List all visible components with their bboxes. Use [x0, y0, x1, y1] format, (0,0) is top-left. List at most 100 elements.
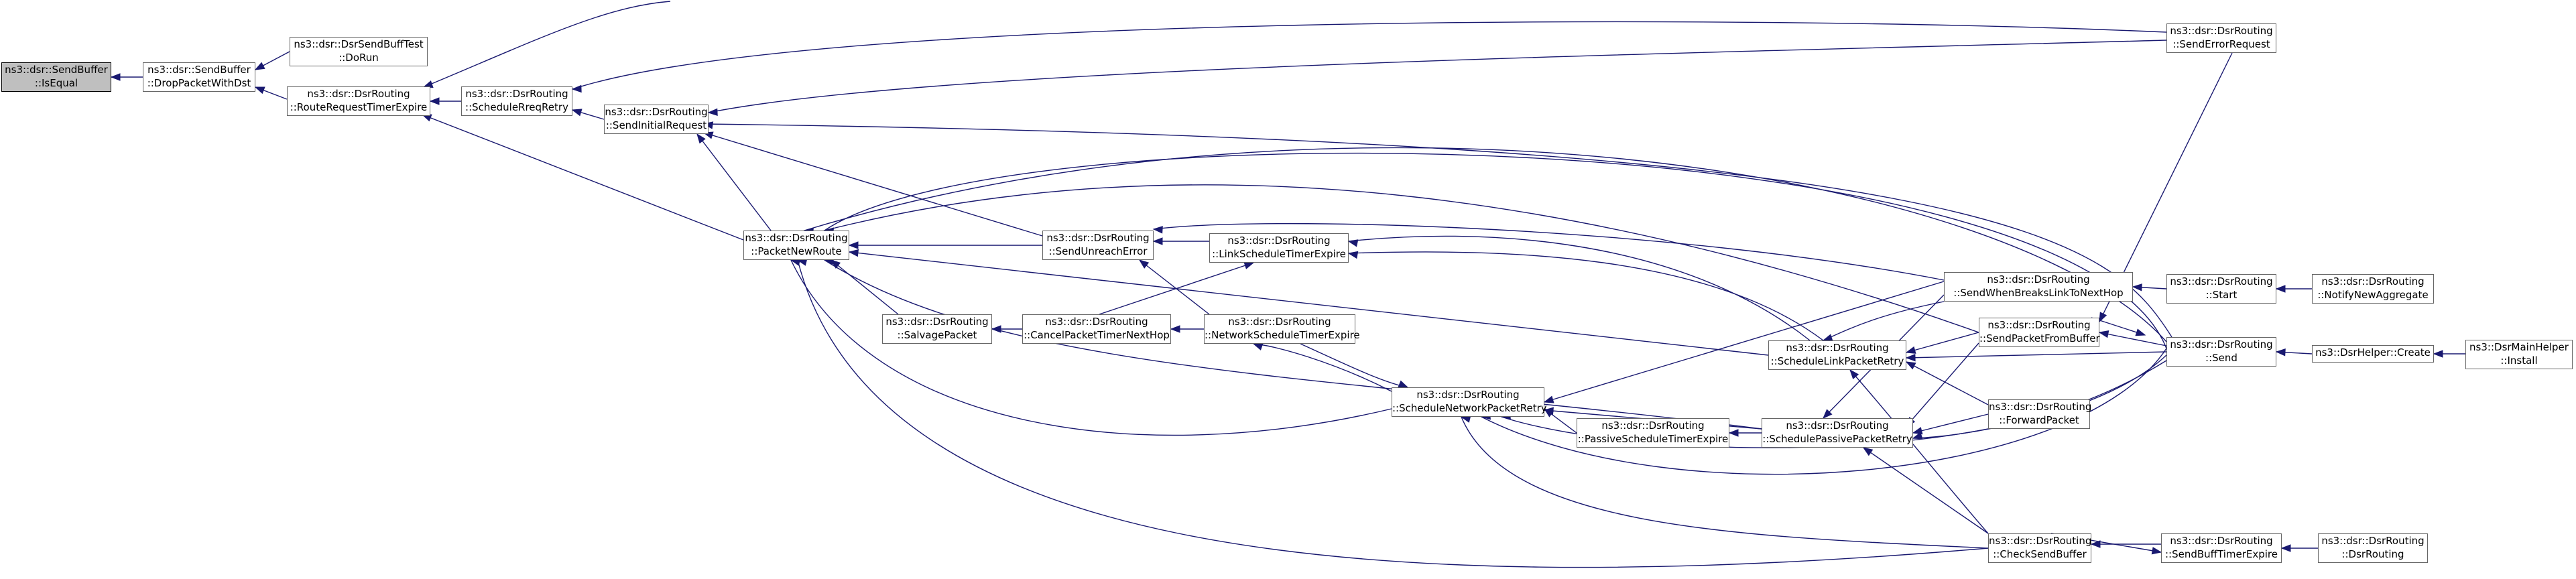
node-line2: ::DropPacketWithDst: [147, 77, 251, 89]
node-line1: ns3::dsr::DsrRouting: [2321, 275, 2425, 287]
node-sendunreacherror[interactable]: ns3::dsr::DsrRouting ::SendUnreachError: [1042, 231, 1154, 260]
call-edge: [1481, 348, 2167, 475]
node-dsrhelper-create[interactable]: ns3::DsrHelper::Create: [2312, 345, 2434, 363]
arrowhead-icon: [1138, 259, 1150, 269]
node-notifynewaggregate[interactable]: ns3::dsr::DsrRouting ::NotifyNewAggregat…: [2312, 274, 2434, 304]
arrowhead-icon: [1398, 380, 1409, 388]
node-dsrmainhelper-install[interactable]: ns3::DsrMainHelper ::Install: [2465, 340, 2573, 369]
arrowhead-icon: [848, 249, 859, 257]
arrowhead-icon: [1823, 409, 1833, 419]
call-edge: [422, 114, 744, 241]
node-line2: ::NotifyNewAggregate: [2317, 289, 2429, 301]
arrowhead-icon: [254, 86, 265, 94]
arrowhead-icon: [1905, 361, 1916, 370]
node-linkscheduletimerexpire[interactable]: ns3::dsr::DsrRouting ::LinkScheduleTimer…: [1209, 233, 1349, 263]
arrowhead-icon: [1543, 407, 1554, 415]
node-packetnewroute[interactable]: ns3::dsr::DsrRouting ::PacketNewRoute: [743, 231, 849, 260]
node-sendbuffer-droppacketwithdst[interactable]: ns3::dsr::SendBuffer ::DropPacketWithDst: [143, 62, 255, 92]
call-edge: [1253, 343, 1392, 392]
node-line2: ::DsrRouting: [2341, 548, 2404, 560]
node-schedulelinkpacketretry[interactable]: ns3::dsr::DsrRouting ::ScheduleLinkPacke…: [1768, 340, 1906, 370]
arrowhead-icon: [1152, 237, 1163, 245]
node-line2: ::PassiveScheduleTimerExpire: [1577, 433, 1729, 445]
node-line2: ::ScheduleNetworkPacketRetry: [1392, 402, 1547, 414]
node-line2: ::SendErrorRequest: [2172, 38, 2270, 50]
node-start[interactable]: ns3::dsr::DsrRouting ::Start: [2166, 274, 2276, 304]
node-line2: ::DoRun: [339, 52, 379, 64]
arrowhead-icon: [2151, 547, 2162, 555]
arrowhead-icon: [1912, 432, 1923, 440]
node-sendwhenbreakslinktonexthop[interactable]: ns3::dsr::DsrRouting ::SendWhenBreaksLin…: [1944, 272, 2133, 302]
node-forwardpacket[interactable]: ns3::dsr::DsrRouting ::ForwardPacket: [1988, 399, 2092, 429]
call-edge: [849, 251, 1769, 356]
node-line1: ns3::dsr::DsrRouting: [465, 88, 568, 100]
call-edge: [1348, 251, 1824, 341]
node-line1: ns3::dsr::DsrRouting: [2321, 535, 2425, 547]
node-cancelpackettimernexthop[interactable]: ns3::dsr::DsrRouting ::CancelPacketTimer…: [1022, 314, 1171, 344]
node-senderrorrequest[interactable]: ns3::dsr::DsrRouting ::SendErrorRequest: [2166, 23, 2276, 53]
node-schedulerreqretry[interactable]: ns3::dsr::DsrRouting ::ScheduleRreqRetry: [461, 86, 572, 116]
node-line1: ns3::dsr::DsrRouting: [745, 232, 848, 244]
arrowhead-icon: [429, 97, 440, 105]
arrowhead-icon: [2099, 312, 2107, 323]
node-line1: ns3::dsr::DsrRouting: [307, 88, 410, 100]
arrowhead-icon: [2090, 540, 2101, 548]
node-line2: ::Send: [2205, 352, 2237, 364]
node-line2: ::SalvagePacket: [897, 329, 977, 341]
node-line1: ns3::dsr::DsrRouting: [1045, 316, 1148, 328]
node-passivescheduletimerexpire[interactable]: ns3::dsr::DsrRouting ::PassiveScheduleTi…: [1577, 418, 1729, 448]
node-send[interactable]: ns3::dsr::DsrRouting ::Send: [2166, 337, 2276, 367]
node-line1: ns3::dsr::DsrRouting: [885, 316, 989, 328]
node-dsrrouting-ctor[interactable]: ns3::dsr::DsrRouting ::DsrRouting: [2318, 533, 2428, 563]
call-edge: [1849, 369, 1989, 534]
node-schedulenetworkpacketretry[interactable]: ns3::dsr::DsrRouting ::ScheduleNetworkPa…: [1392, 387, 1547, 417]
node-line1: ns3::dsr::DsrSendBuffTest: [294, 38, 424, 50]
node-line1: ns3::DsrHelper::Create: [2315, 346, 2431, 359]
node-line2: ::SendBuffTimerExpire: [2164, 548, 2278, 560]
node-line1: ns3::dsr::DsrRouting: [2170, 535, 2273, 547]
node-schedulepassivepacketretry[interactable]: ns3::dsr::DsrRouting ::SchedulePassivePa…: [1762, 418, 1913, 448]
arrowhead-icon: [2135, 328, 2146, 336]
node-sendinitialrequest[interactable]: ns3::dsr::DsrRouting ::SendInitialReques…: [604, 105, 709, 134]
node-line2: ::IsEqual: [34, 77, 78, 89]
call-edge: [423, 1, 671, 88]
call-edge: [831, 259, 899, 315]
call-edge: [804, 147, 2167, 342]
node-line1: ns3::dsr::SendBuffer: [5, 64, 108, 76]
node-salvagepacket[interactable]: ns3::dsr::DsrRouting ::SalvagePacket: [882, 314, 992, 344]
node-line2: ::CancelPacketTimerNextHop: [1024, 329, 1170, 341]
node-sendbufftimerexpire[interactable]: ns3::dsr::DsrRouting ::SendBuffTimerExpi…: [2161, 533, 2282, 563]
call-edge: [1863, 447, 1989, 534]
call-edge: [1906, 342, 1979, 427]
call-edge: [1300, 343, 1408, 388]
call-edge: [696, 133, 772, 231]
node-line2: ::Install: [2500, 355, 2538, 367]
call-edge: [1139, 259, 1210, 315]
node-routerequesttimerexpire[interactable]: ns3::dsr::DsrRouting ::RouteRequestTimer…: [287, 86, 430, 116]
node-line1: ns3::dsr::DsrRouting: [1989, 401, 2092, 413]
call-edge: [703, 123, 2172, 338]
node-line1: ns3::dsr::DsrRouting: [1786, 420, 1889, 432]
arrowhead-icon: [254, 62, 265, 70]
node-line1: ns3::dsr::DsrRouting: [2170, 275, 2273, 287]
call-edge: [1906, 351, 2167, 359]
node-line2: ::NetworkScheduleTimerExpire: [1205, 329, 1360, 341]
node-line1: ns3::dsr::DsrRouting: [2170, 338, 2273, 350]
node-sendbuffer-isequal: ns3::dsr::SendBuffer ::IsEqual: [1, 62, 111, 92]
arrowhead-icon: [571, 84, 582, 93]
node-sendpacketfrombuffer[interactable]: ns3::dsr::DsrRouting ::SendPacketFromBuf…: [1979, 318, 2100, 347]
node-line2: ::SendWhenBreaksLinkToNextHop: [1953, 287, 2124, 299]
arrowhead-icon: [571, 109, 582, 117]
arrowhead-icon: [830, 259, 841, 269]
node-line1: ns3::dsr::DsrRouting: [1416, 389, 1520, 401]
arrowhead-icon: [1728, 429, 1739, 437]
node-line1: ns3::DsrMainHelper: [2469, 341, 2569, 353]
node-dsrsendbufftest-dorun[interactable]: ns3::dsr::DsrSendBuffTest ::DoRun: [290, 37, 428, 66]
arrowhead-icon: [2433, 350, 2443, 358]
arrowhead-icon: [1905, 346, 1916, 354]
node-networkscheduletimerexpire[interactable]: ns3::dsr::DsrRouting ::NetworkScheduleTi…: [1204, 314, 1360, 344]
node-checksendbuffer[interactable]: ns3::dsr::DsrRouting ::CheckSendBuffer: [1988, 533, 2091, 563]
node-line1: ns3::dsr::DsrRouting: [1786, 342, 1889, 354]
node-line1: ns3::dsr::DsrRouting: [2170, 25, 2273, 37]
